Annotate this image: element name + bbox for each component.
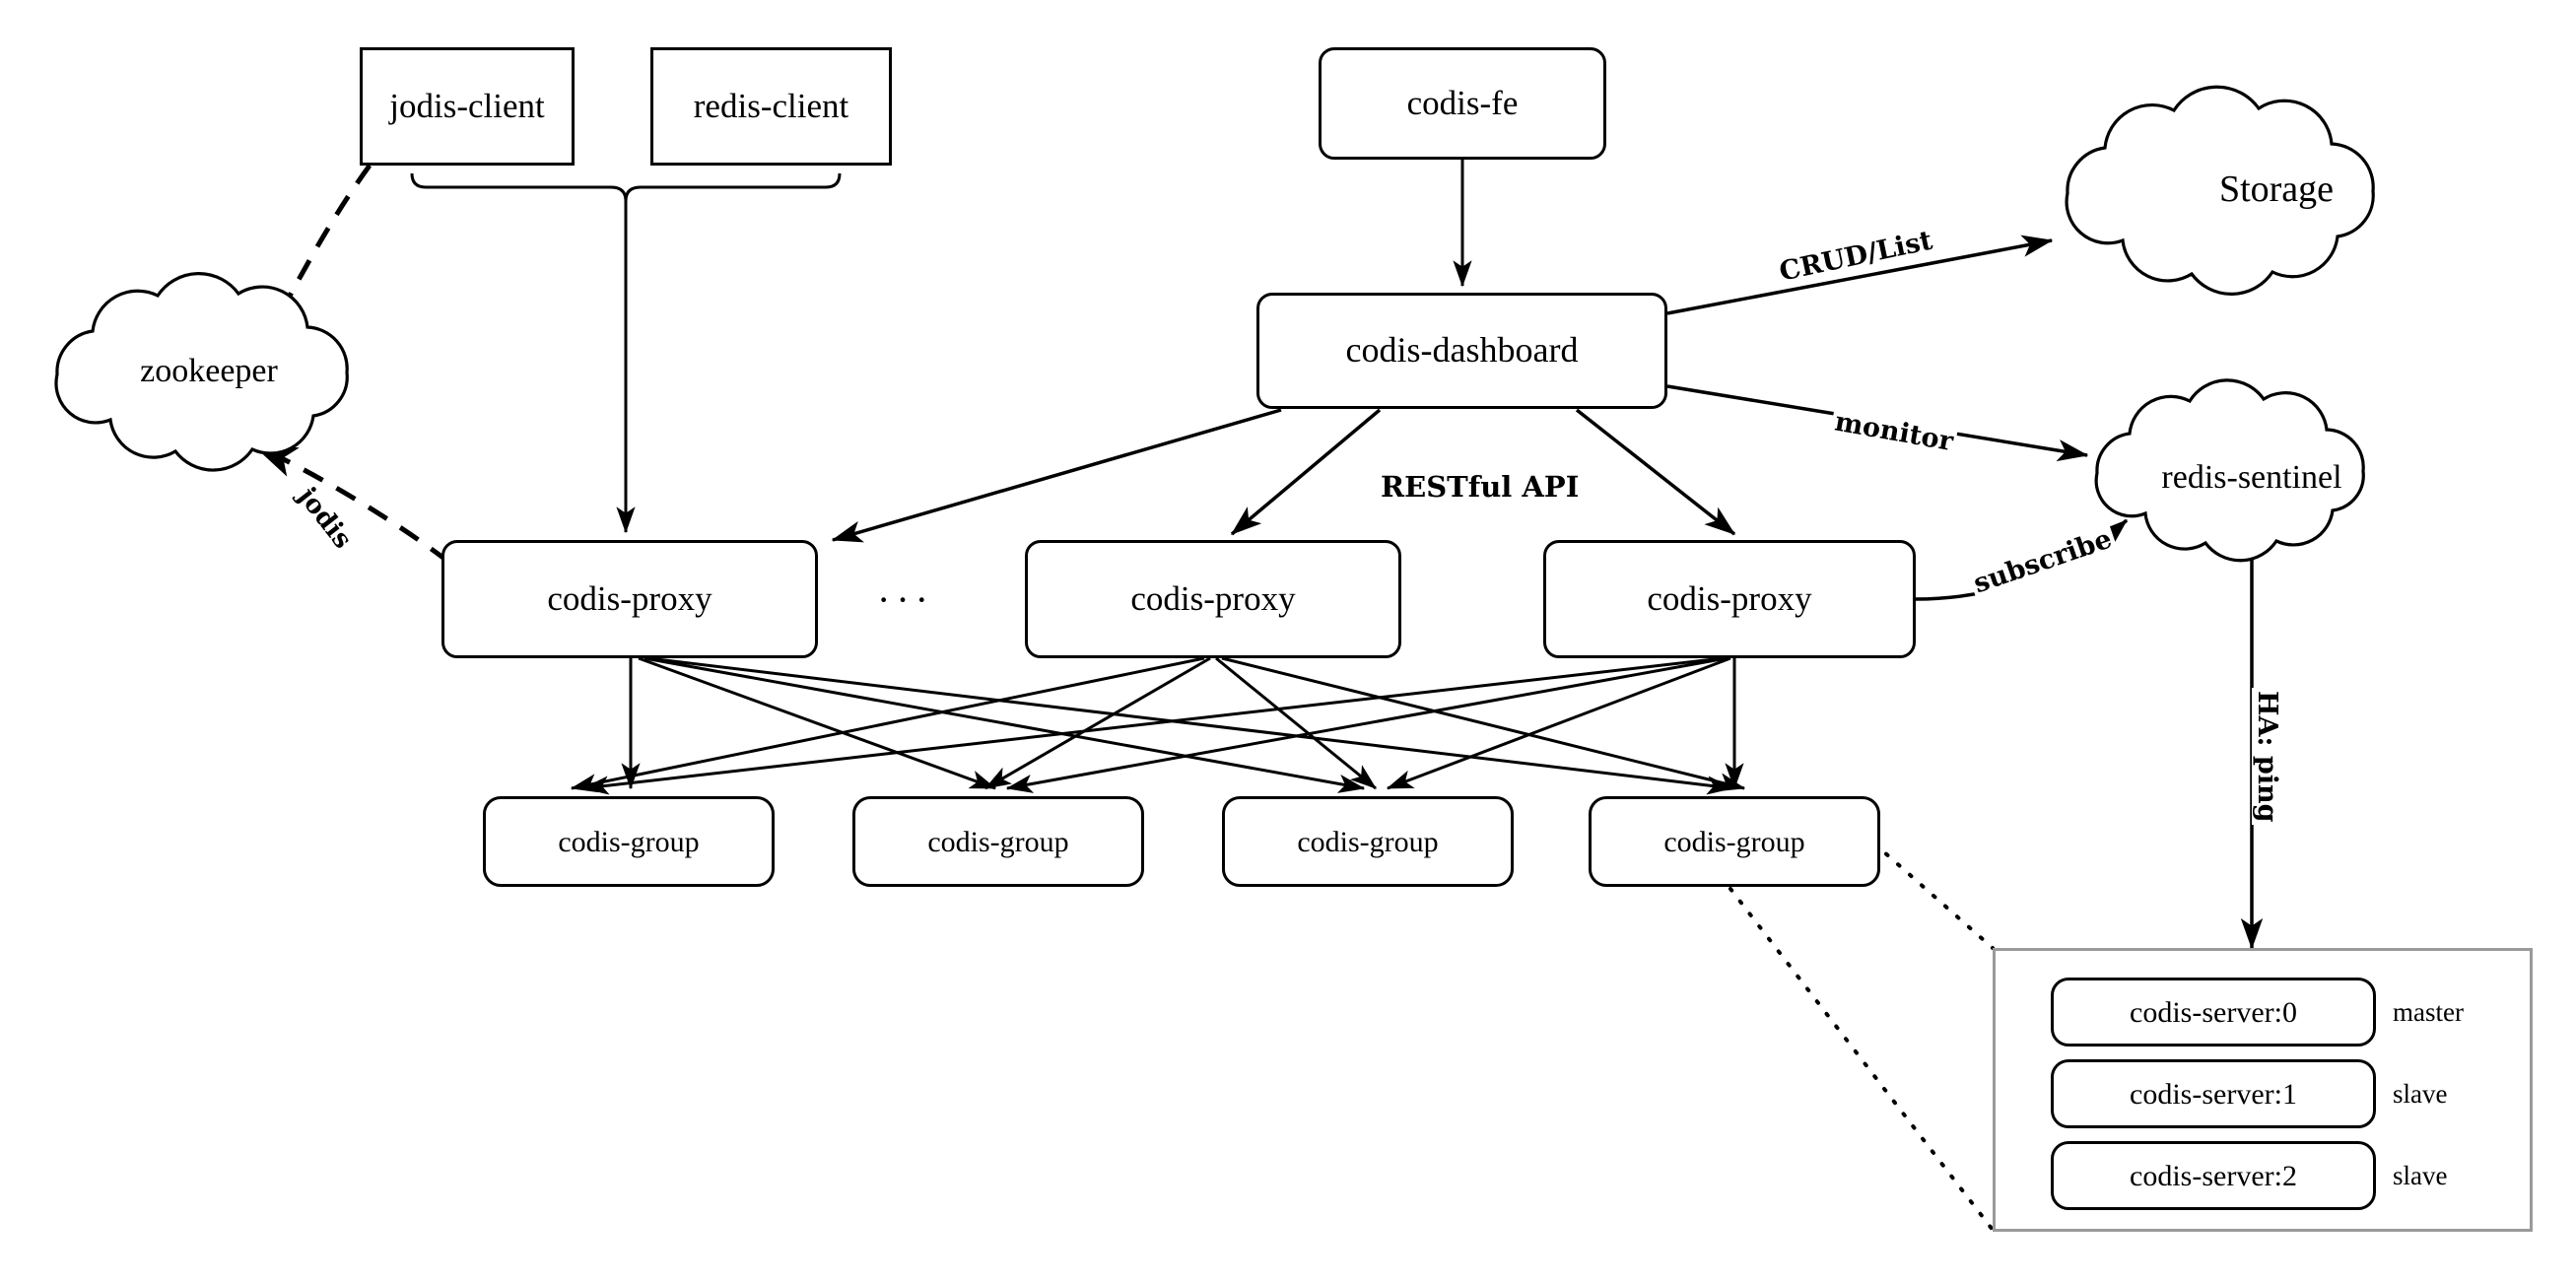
node-codis-proxy-3-label: codis-proxy <box>1647 578 1812 618</box>
node-zookeeper-label: zookeeper <box>140 353 278 389</box>
node-codis-server-2[interactable]: codis-server:2 <box>2051 1141 2376 1210</box>
node-codis-server-2-label: codis-server:2 <box>2130 1159 2297 1192</box>
edge-label-jodis: jodis <box>290 480 360 557</box>
node-jodis-client[interactable]: jodis-client <box>360 47 575 166</box>
edge-label-subscribe: subscribe <box>1967 522 2119 601</box>
node-redis-sentinel-label: redis-sentinel <box>2161 459 2342 496</box>
role-slave-2-label: slave <box>2393 1161 2448 1190</box>
node-codis-group-1-label: codis-group <box>558 825 700 858</box>
edge-label-ha-ping: HA: ping <box>2252 688 2282 826</box>
edge-label-restful-api: RESTful API <box>1378 470 1583 504</box>
node-codis-fe-label: codis-fe <box>1406 83 1519 122</box>
edge-label-monitor: monitor <box>1829 406 1959 458</box>
node-codis-group-3-label: codis-group <box>1297 825 1439 858</box>
node-codis-group-4-label: codis-group <box>1663 825 1805 858</box>
node-codis-server-0[interactable]: codis-server:0 <box>2051 978 2376 1047</box>
node-redis-client[interactable]: redis-client <box>650 47 892 166</box>
node-codis-proxy-3[interactable]: codis-proxy <box>1543 540 1916 658</box>
node-storage-label: Storage <box>2218 169 2335 210</box>
node-codis-server-1[interactable]: codis-server:1 <box>2051 1059 2376 1128</box>
node-codis-group-3[interactable]: codis-group <box>1222 796 1514 887</box>
edge-label-crud-list: CRUD/List <box>1774 224 1938 289</box>
proxy-ellipsis: ··· <box>877 577 934 622</box>
node-codis-dashboard-label: codis-dashboard <box>1345 330 1579 371</box>
node-codis-proxy-1[interactable]: codis-proxy <box>441 540 818 658</box>
node-codis-proxy-2-label: codis-proxy <box>1130 578 1296 618</box>
node-codis-dashboard[interactable]: codis-dashboard <box>1256 293 1667 409</box>
node-codis-group-1[interactable]: codis-group <box>483 796 775 887</box>
node-codis-group-2-label: codis-group <box>927 825 1069 858</box>
role-master-label: master <box>2393 997 2464 1027</box>
node-codis-server-1-label: codis-server:1 <box>2130 1077 2297 1111</box>
node-codis-fe[interactable]: codis-fe <box>1319 47 1606 160</box>
node-codis-group-2[interactable]: codis-group <box>852 796 1144 887</box>
node-codis-proxy-1-label: codis-proxy <box>547 578 712 618</box>
node-codis-proxy-2[interactable]: codis-proxy <box>1025 540 1401 658</box>
node-redis-client-label: redis-client <box>693 86 849 125</box>
node-codis-server-0-label: codis-server:0 <box>2130 995 2297 1029</box>
node-codis-group-4[interactable]: codis-group <box>1589 796 1880 887</box>
role-slave-1-label: slave <box>2393 1079 2448 1109</box>
node-jodis-client-label: jodis-client <box>389 86 545 125</box>
